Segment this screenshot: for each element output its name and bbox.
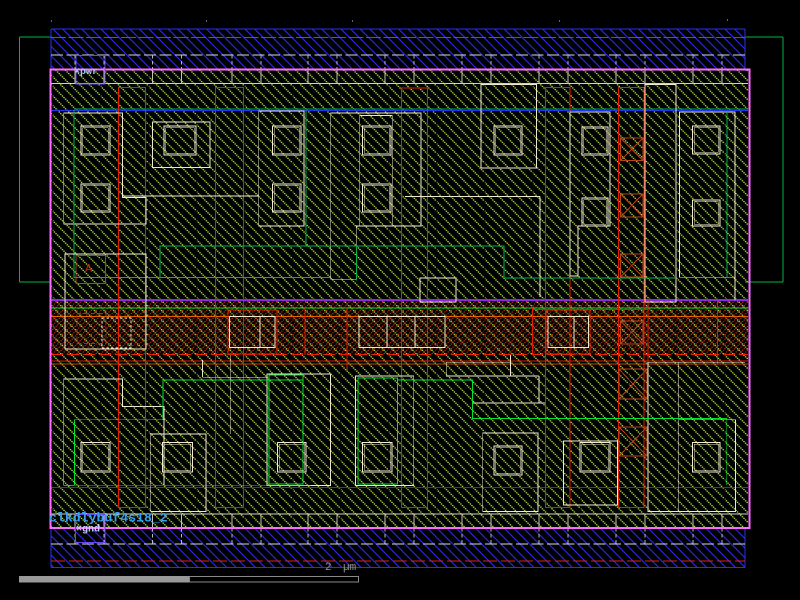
svg-text:A: A xyxy=(85,262,93,276)
svg-text:×pwr: ×pwr xyxy=(74,67,98,78)
svg-text:2: 2 xyxy=(325,562,332,574)
svg-text:clkdlybuf4s18_2: clkdlybuf4s18_2 xyxy=(49,511,168,526)
svg-text:µm: µm xyxy=(343,562,357,574)
svg-text:×gnd: ×gnd xyxy=(76,524,100,536)
